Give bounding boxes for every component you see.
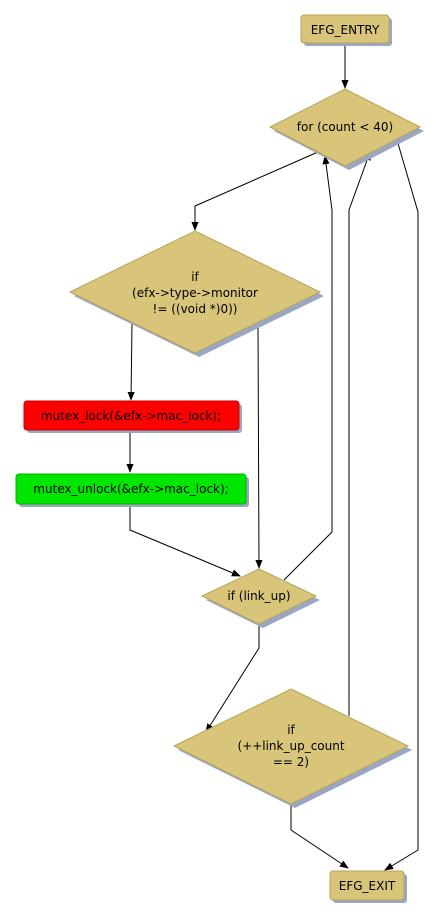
edge-if-count-back-to-for bbox=[348, 151, 371, 716]
if-monitor-line-2: (efx->type->monitor bbox=[132, 286, 258, 300]
edge-if-monitor-to-lock bbox=[127, 322, 135, 401]
edge-if-monitor-to-link-up bbox=[255, 322, 263, 569]
if-monitor-line-3: != ((void *)0)) bbox=[153, 302, 238, 316]
edges bbox=[126, 45, 419, 871]
for-loop-label: for (count < 40) bbox=[297, 120, 394, 134]
if-monitor-node: if (efx->type->monitor != ((void *)0)) bbox=[68, 230, 324, 357]
if-monitor-diamond bbox=[68, 230, 322, 354]
if-link-up-diamond bbox=[200, 568, 318, 625]
entry-box bbox=[300, 14, 390, 44]
mutex-unlock-box bbox=[15, 473, 247, 505]
edge-link-up-back-to-for bbox=[283, 155, 333, 581]
if-link-up-node: if (link_up) bbox=[200, 568, 320, 628]
edge-link-up-to-if-count bbox=[205, 625, 260, 733]
exit-label: EFG_EXIT bbox=[339, 879, 396, 893]
if-link-up-label: if (link_up) bbox=[227, 589, 290, 603]
for-loop-node: for (count < 40) bbox=[268, 88, 424, 170]
if-count-node: if (++link_up_count == 2) bbox=[172, 688, 412, 808]
if-count-diamond bbox=[172, 688, 410, 805]
mutex-lock-label: mutex_lock(&efx->mac_lock); bbox=[41, 409, 221, 423]
if-count-line-1: if bbox=[287, 723, 295, 737]
mutex-unlock-node: mutex_unlock(&efx->mac_lock); bbox=[15, 473, 249, 507]
exit-box bbox=[329, 870, 405, 901]
mutex-lock-node: mutex_lock(&efx->mac_lock); bbox=[23, 400, 242, 433]
edge-for-to-exit bbox=[384, 139, 419, 871]
edge-unlock-to-link-up bbox=[129, 505, 241, 577]
entry-label: EFG_ENTRY bbox=[311, 23, 380, 37]
edge-if-count-to-exit bbox=[290, 805, 349, 869]
mutex-lock-box bbox=[23, 400, 240, 431]
if-count-line-2: (++link_up_count bbox=[237, 739, 344, 753]
for-loop-diamond bbox=[268, 88, 422, 167]
if-count-line-3: == 2) bbox=[273, 755, 309, 769]
edge-for-to-if-monitor bbox=[191, 151, 319, 231]
if-monitor-line-1: if bbox=[191, 270, 199, 284]
exit-node: EFG_EXIT bbox=[329, 870, 407, 903]
mutex-unlock-label: mutex_unlock(&efx->mac_lock); bbox=[33, 482, 228, 496]
entry-node: EFG_ENTRY bbox=[300, 14, 392, 46]
